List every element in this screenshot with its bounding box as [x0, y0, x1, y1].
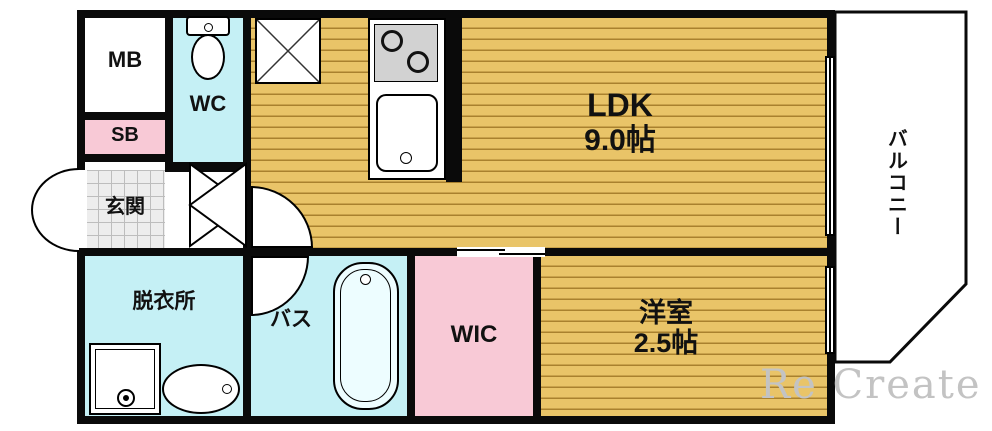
washer-drain-dot: [123, 395, 129, 401]
room-bedroom: [541, 256, 827, 416]
sliding-door-leaf: [457, 249, 505, 251]
sb-label: SB: [111, 124, 139, 146]
wc-label: WC: [189, 91, 227, 116]
kitchen-partition-wall: [446, 10, 462, 182]
washbasin-faucet-icon: [222, 384, 232, 394]
room-wic: [415, 256, 533, 416]
bathtub-inner-icon: [340, 269, 391, 402]
room-ldk: [251, 18, 827, 248]
genkan-label: 玄関: [105, 196, 145, 218]
wic-label: WIC: [450, 321, 498, 348]
mb-label: MB: [107, 47, 143, 72]
sliding-door-leaf: [499, 253, 545, 255]
washing-machine-inner-icon: [95, 349, 155, 409]
window-center-line: [829, 268, 831, 352]
balcony-label: バルコニー: [884, 128, 907, 238]
wall-under-wc: [165, 162, 243, 172]
room-shoe-box: [85, 120, 165, 154]
toilet-flush-icon: [204, 23, 213, 32]
sliding-door-icon: [457, 247, 545, 257]
toilet-tank-icon: [186, 16, 230, 36]
dressing-label: 脱衣所: [132, 290, 196, 313]
stove-icon: [374, 24, 438, 82]
refrigerator-icon: [255, 18, 321, 84]
sink-drain-icon: [400, 152, 412, 164]
toilet-bowl-icon: [191, 34, 225, 80]
genkan-tile-floor: [85, 170, 165, 248]
bedroom-name: 洋室: [639, 298, 693, 328]
bedroom-window-icon: [825, 266, 835, 354]
watermark: Re Create: [760, 362, 982, 408]
washbasin-icon: [162, 364, 240, 414]
bedroom-label: 洋室 2.5帖: [541, 298, 791, 358]
ldk-name: LDK: [587, 87, 653, 123]
window-center-line: [829, 58, 831, 234]
ldk-window-icon: [825, 56, 835, 236]
ldk-size: 9.0帖: [584, 123, 656, 157]
kitchen-sink-icon: [376, 94, 438, 172]
washer-drain-icon: [117, 389, 135, 407]
genkan-folding-door-icon: [188, 162, 248, 248]
ldk-label: LDK 9.0帖: [520, 87, 720, 157]
room-meter-box: [85, 18, 165, 112]
bathtub-drain-icon: [360, 274, 371, 285]
stove-burner-icon: [381, 30, 403, 52]
washing-machine-pan-icon: [89, 343, 161, 415]
bedroom-size: 2.5帖: [633, 328, 699, 359]
bathtub-icon: [333, 262, 399, 410]
stove-burner-icon: [407, 51, 429, 73]
bath-label: バス: [270, 308, 312, 331]
